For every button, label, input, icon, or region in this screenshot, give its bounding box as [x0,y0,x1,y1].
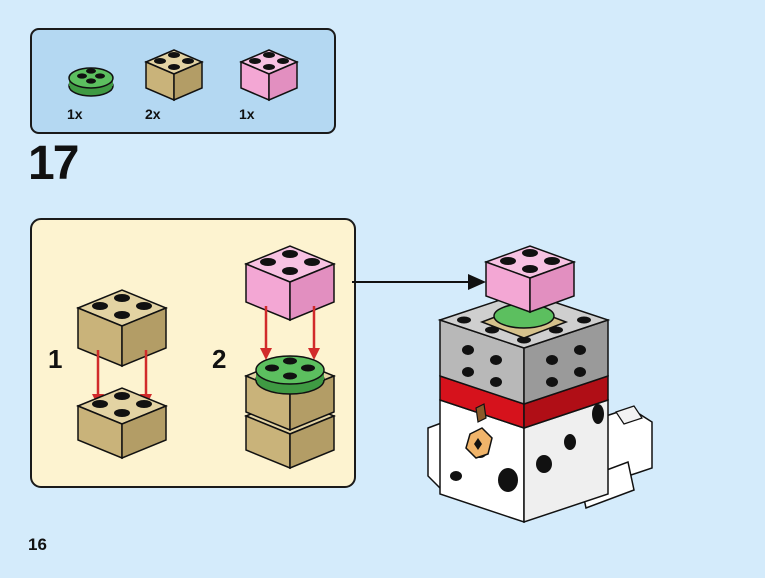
part-quantity: 1x [239,106,255,122]
substep-1-illustration [76,289,168,460]
brick-2x2-icon [239,49,299,102]
subassembly-callout: 1 2 [30,218,356,488]
brick-2x2-icon [144,49,204,102]
callout-pointer-arrow [352,274,486,290]
model-illustration [427,245,653,524]
page-number: 16 [28,535,47,554]
round-plate-2x2-icon [68,67,114,97]
part-quantity: 2x [145,106,161,122]
substep-2-illustration [244,245,336,470]
step-number: 17 [28,137,79,190]
part-quantity: 1x [67,106,83,122]
substep-number: 1 [48,344,63,374]
parts-list-box: 1x 2x 1x [30,28,336,134]
substep-number: 2 [212,344,227,374]
